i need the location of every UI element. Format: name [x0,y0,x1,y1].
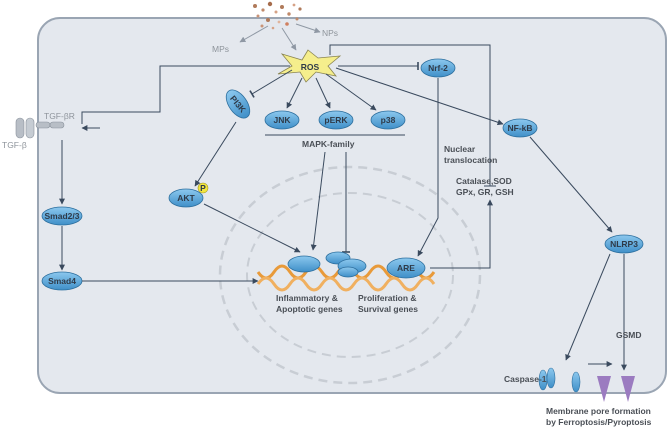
tgf-b-label: TGF-β [2,140,27,150]
smad4-label: Smad4 [48,276,76,286]
jnk-label: JNK [273,115,291,125]
ros-label: ROS [301,62,320,72]
pore-triangle-2 [621,376,635,402]
mapk-family-label: MAPK-family [302,139,355,149]
ros-to-tgfbr [81,65,290,124]
ros-inhibits-pi3k [249,69,293,98]
akt-to-nucleus [203,203,301,253]
antioxidants-line2: GPx, GR, GSH [456,187,514,197]
are-node [386,257,426,279]
ros-to-jnk [286,77,303,109]
particle-cloud [253,1,302,30]
pore-triangle-1 [597,376,611,402]
membrane-pore-line2: by Ferroptosis/Pyroptosis [546,417,652,427]
proliferation-genes-line1: Proliferation & [358,293,417,303]
perk-label: pERK [324,115,348,125]
ros-to-nfkb [335,67,504,126]
nucleus-inner [246,192,454,358]
inflammatory-genes-line2: Apoptotic genes [276,304,343,314]
smad23-label: Smad2/3 [45,211,80,221]
p38-node [370,110,406,130]
nps-label: NPs [322,28,338,38]
ros-star [277,49,342,83]
inflammatory-genes-line1: Inflammatory & [276,293,338,303]
ros-to-perk [315,77,331,109]
nrf2-node [420,58,456,78]
arrow-particles-to-ros [281,27,297,51]
arrow-to-mps [239,25,269,43]
akt-phospho-label: P [200,183,206,193]
jnk-node [264,110,300,130]
nfkb-to-nlrp3 [529,136,613,233]
pi3k-to-akt [194,121,237,187]
feedback-line [329,44,491,186]
nfkb-node [502,118,538,138]
cell-membrane [37,17,667,394]
smad23-node [41,206,83,226]
are-label: ARE [397,263,415,273]
nuclear-translocation-line2: translocation [444,155,497,165]
nucleus-outer [218,165,482,385]
mps-label: MPs [212,44,229,54]
nrf2-to-are [417,78,439,257]
membrane-pore-line1: Membrane pore formation [546,406,651,416]
akt-label: AKT [177,193,195,203]
nuclear-translocation-line1: Nuclear [444,144,476,154]
perk-node [318,110,354,130]
arrow-to-nps [295,23,321,34]
caspase1-proteins [538,367,581,393]
proliferation-genes-line2: Survival genes [358,304,418,314]
nrf2-label: Nrf-2 [428,63,448,73]
ros-to-p38 [325,73,377,111]
akt-phospho-badge [197,182,209,194]
p38-label: p38 [381,115,396,125]
akt-node [168,188,204,208]
are-to-antioxidants [430,199,493,269]
tgf-receptor [15,117,65,139]
caspase1-label: Caspase-1 [504,374,547,384]
nlrp3-node [604,234,644,254]
nlrp3-label: NLRP3 [610,239,638,249]
tf-blob-4 [337,266,359,278]
nfkb-label: NF-kB [507,123,532,133]
pi3k-node [225,89,251,119]
mapk-to-inflammatory [310,151,326,251]
nlrp3-to-caspase [565,253,611,361]
tgf-br-label: TGF-βR [44,111,75,121]
gsmd-label: GSMD [616,330,642,340]
antioxidants-line1: Catalase,SOD [456,176,512,186]
tf-blob-1 [287,255,321,273]
